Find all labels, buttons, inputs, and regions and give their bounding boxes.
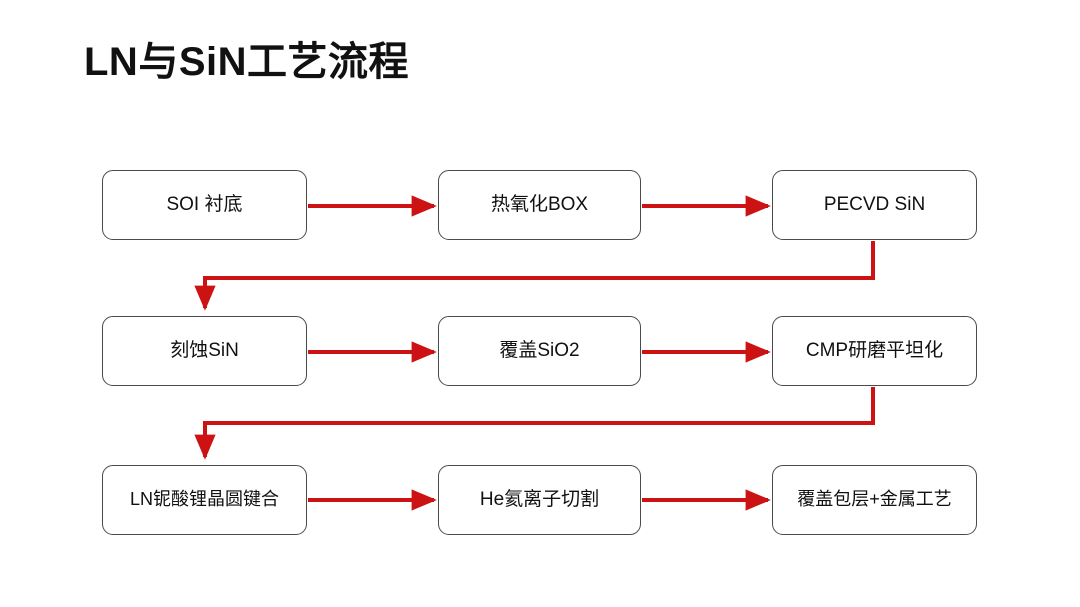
flow-node-cladding-metal-process[interactable]: 覆盖包层+金属工艺 bbox=[772, 465, 977, 535]
flow-node-cmp-planarization[interactable]: CMP研磨平坦化 bbox=[772, 316, 977, 386]
connector-cmp-to-bonding bbox=[194, 387, 875, 460]
flow-node-thermal-oxidation-box[interactable]: 热氧化BOX bbox=[438, 170, 641, 240]
flow-node-pecvd-sin[interactable]: PECVD SiN bbox=[772, 170, 977, 240]
page-title: LN与SiN工艺流程 bbox=[84, 40, 409, 84]
flow-node-ln-wafer-bonding[interactable]: LN铌酸锂晶圆键合 bbox=[102, 465, 307, 535]
connector-pecvd-to-etch bbox=[194, 241, 875, 311]
flow-node-he-ion-slicing[interactable]: He氦离子切割 bbox=[438, 465, 641, 535]
flow-node-etch-sin[interactable]: 刻蚀SiN bbox=[102, 316, 307, 386]
flow-node-cover-sio2[interactable]: 覆盖SiO2 bbox=[438, 316, 641, 386]
flow-node-soi-substrate[interactable]: SOI 衬底 bbox=[102, 170, 307, 240]
